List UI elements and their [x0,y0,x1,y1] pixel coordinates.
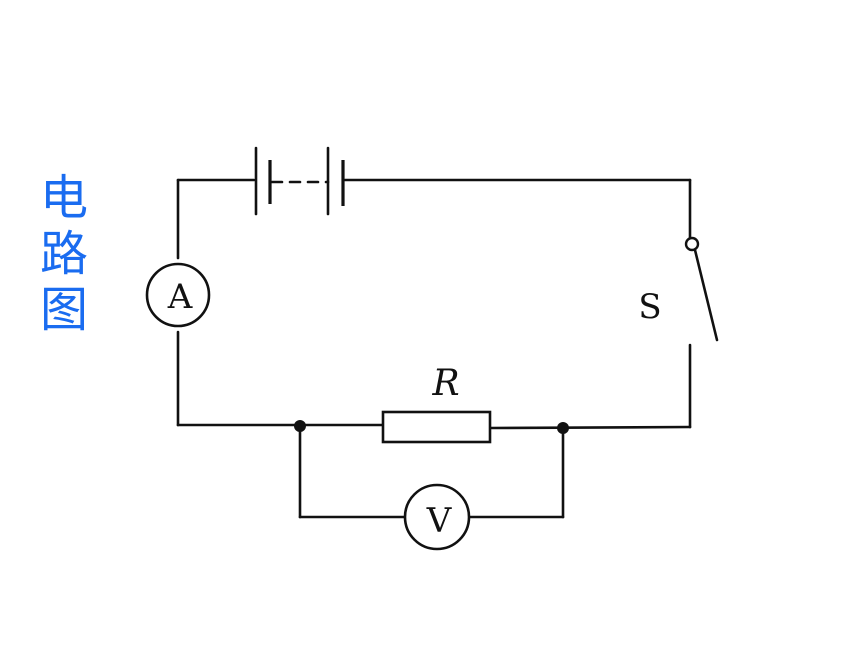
voltmeter-label: V [426,501,453,541]
title-char-1: 电 [39,170,88,226]
title-char-2: 路 [39,226,88,282]
resistor-label: R [431,363,459,404]
switch-pivot [684,236,700,252]
voltmeter-circle [403,483,471,551]
switch-lever [693,248,719,342]
ammeter-icon [145,262,211,328]
page-title: 电 路 图 [34,170,94,338]
switch-label: S [638,287,661,327]
battery-icon [254,146,345,216]
resistor-icon [381,410,492,444]
wire-bottom-right [488,425,692,430]
voltmeter-icon [403,483,471,551]
ammeter-circle [145,262,211,328]
switch-icon [684,236,719,342]
ammeter-label: A [167,277,193,317]
title-char-3: 图 [39,282,88,338]
